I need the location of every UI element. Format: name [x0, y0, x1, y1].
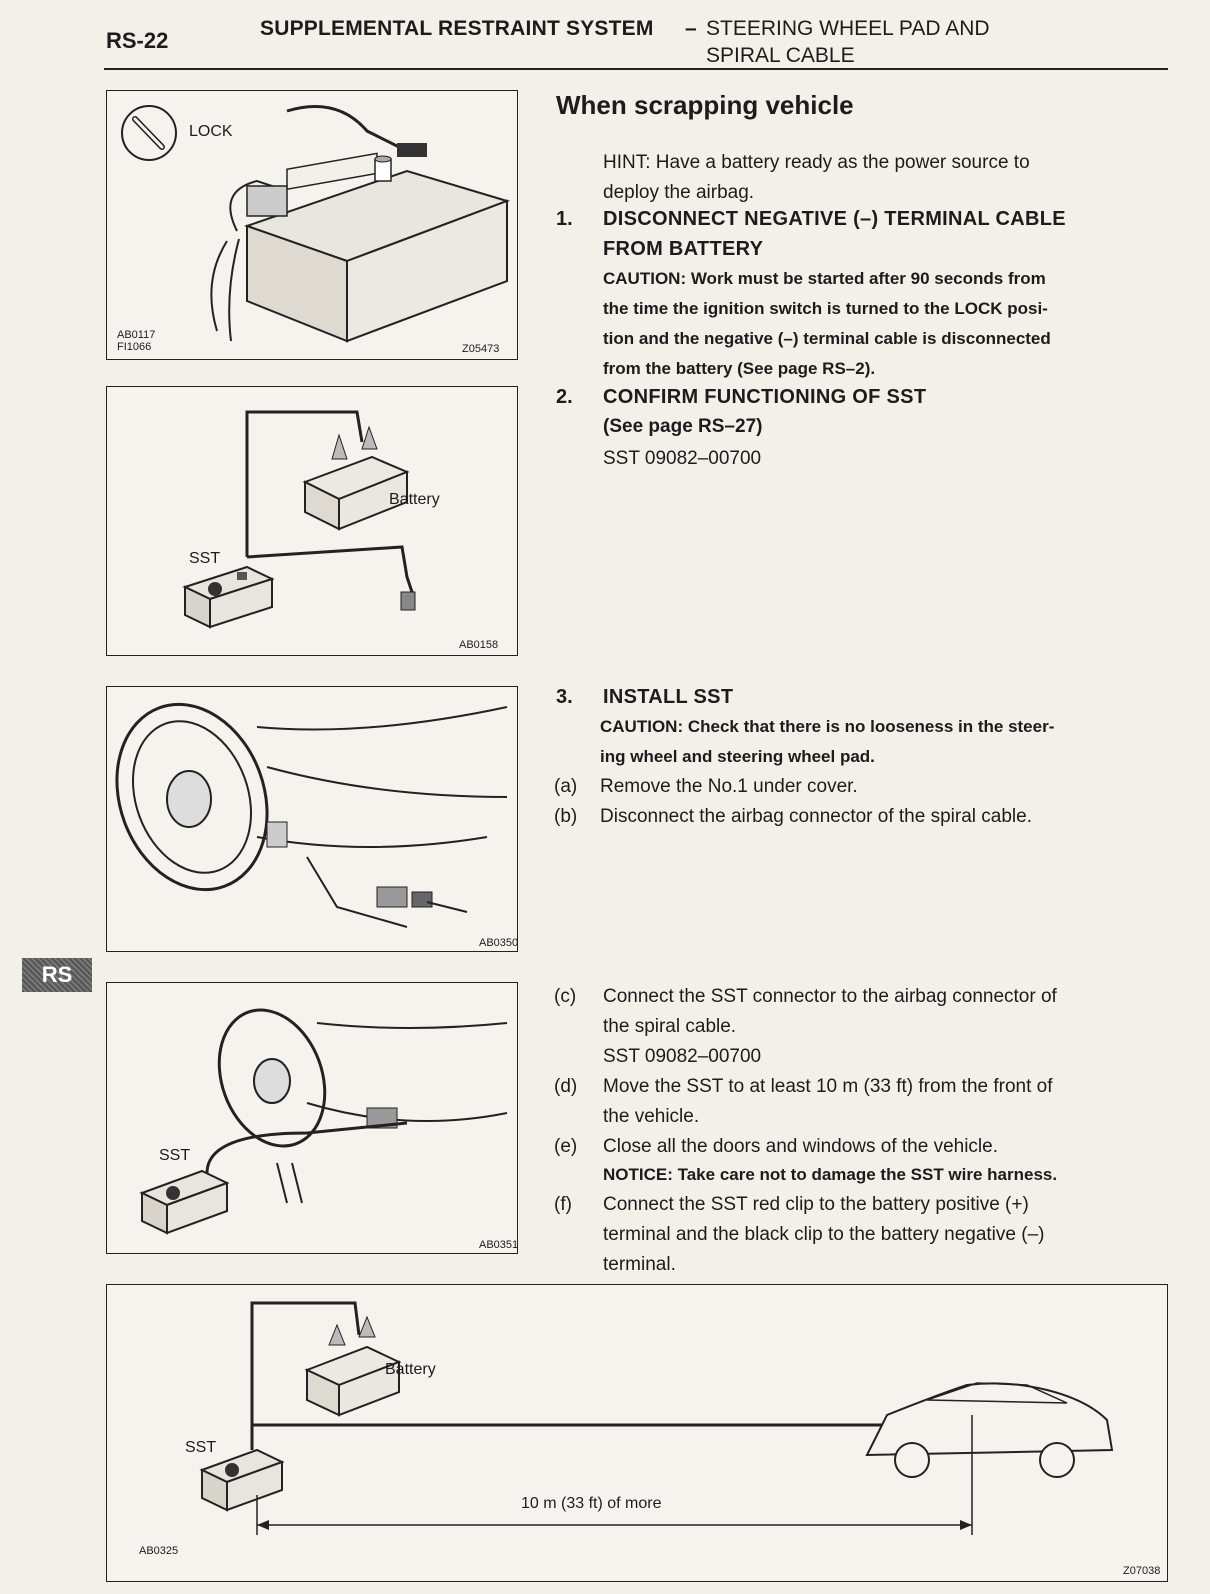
step-3-number: 3.	[556, 686, 573, 708]
substep-a-label: (a)	[554, 776, 578, 797]
section-tab: RS	[22, 958, 92, 992]
substep-c-label: (c)	[554, 986, 577, 1007]
subject-line-2: SPIRAL CABLE	[706, 44, 855, 67]
figure-code-1: AB0325	[139, 1545, 179, 1557]
substep-c-text-1: Connect the SST connector to the airbag …	[603, 986, 1057, 1007]
substep-b-label: (b)	[554, 806, 578, 827]
figure-sst-battery: Battery SST AB0158	[106, 386, 518, 656]
hint-line-2: deploy the airbag.	[603, 182, 755, 203]
page-code: RS-22	[106, 28, 169, 53]
figure-code-1: AB0117	[117, 329, 156, 341]
step-1-caution-3: tion and the negative (–) terminal cable…	[603, 329, 1051, 348]
step-2-ref: (See page RS–27)	[603, 416, 763, 437]
sst-label: SST	[185, 1439, 217, 1456]
battery-label: Battery	[385, 1361, 436, 1378]
hint-line-1: HINT: Have a battery ready as the power …	[603, 152, 1030, 173]
substep-a-text: Remove the No.1 under cover.	[600, 776, 858, 797]
substep-f-label: (f)	[554, 1194, 572, 1215]
sst-battery-illustration	[182, 410, 416, 629]
step-3-caution-2: ing wheel and steering wheel pad.	[600, 747, 875, 766]
figure-code: AB0351	[479, 1239, 519, 1251]
sst-label: SST	[159, 1147, 191, 1164]
substep-d-text-2: the vehicle.	[603, 1106, 700, 1127]
step-3-caution-1: CAUTION: Check that there is no loosenes…	[600, 717, 1055, 736]
distance-illustration	[199, 1301, 1114, 1535]
section-heading: When scrapping vehicle	[556, 90, 854, 120]
figure-code: AB0158	[459, 639, 499, 651]
step-2-sst: SST 09082–00700	[603, 448, 762, 469]
substep-b-text: Disconnect the airbag connector of the s…	[600, 806, 1032, 827]
substep-c-text-2: the spiral cable.	[603, 1016, 737, 1037]
figure-code: AB0350	[479, 937, 519, 949]
battery-label: Battery	[389, 491, 440, 508]
figure-sst-connected: SST AB0351	[106, 982, 518, 1254]
substep-d-label: (d)	[554, 1076, 578, 1097]
substep-d-text-1: Move the SST to at least 10 m (33 ft) fr…	[603, 1076, 1053, 1097]
substep-e-label: (e)	[554, 1136, 578, 1157]
step-3-title: INSTALL SST	[603, 686, 734, 708]
figure-code-3: Z05473	[462, 343, 500, 355]
header-rule	[104, 68, 1168, 70]
step-1-number: 1.	[556, 208, 573, 230]
sst-connected-illustration	[139, 1008, 508, 1235]
subject-line-1: STEERING WHEEL PAD AND	[706, 17, 990, 40]
steering-wheel-illustration	[115, 702, 508, 928]
figure-code-2: Z07038	[1123, 1565, 1161, 1577]
lock-label: LOCK	[189, 123, 233, 140]
step-1-title-1: DISCONNECT NEGATIVE (–) TERMINAL CABLE	[603, 208, 1066, 230]
step-1-title-2: FROM BATTERY	[603, 238, 764, 260]
figure-battery-lock: LOCK AB0117 FI1066 Z05473	[106, 90, 518, 360]
section-title: SUPPLEMENTAL RESTRAINT SYSTEM	[260, 17, 654, 40]
notice-text: NOTICE: Take care not to damage the SST …	[603, 1165, 1058, 1184]
step-1-caution-4: from the battery (See page RS–2).	[603, 359, 876, 378]
substep-f-text-2: terminal and the black clip to the batte…	[603, 1224, 1045, 1245]
substep-c-sst: SST 09082–00700	[603, 1046, 762, 1067]
substep-f-text-1: Connect the SST red clip to the battery …	[603, 1194, 1029, 1215]
step-2-title: CONFIRM FUNCTIONING OF SST	[603, 386, 927, 408]
substep-f-text-3: terminal.	[603, 1254, 676, 1275]
substep-e-text: Close all the doors and windows of the v…	[603, 1136, 999, 1157]
battery-lock-illustration	[121, 105, 511, 343]
step-2-number: 2.	[556, 386, 573, 408]
figure-steering-connector: AB0350	[106, 686, 518, 952]
distance-label: 10 m (33 ft) of more	[521, 1495, 662, 1512]
step-1-caution-1: CAUTION: Work must be started after 90 s…	[603, 269, 1046, 288]
sst-label: SST	[189, 550, 221, 567]
header-dash: –	[685, 17, 697, 40]
step-1-caution-2: the time the ignition switch is turned t…	[603, 299, 1048, 318]
figure-sst-distance: Battery SST 10 m (33 ft) of more AB0325 …	[106, 1284, 1168, 1582]
figure-code-2: FI1066	[117, 341, 152, 353]
